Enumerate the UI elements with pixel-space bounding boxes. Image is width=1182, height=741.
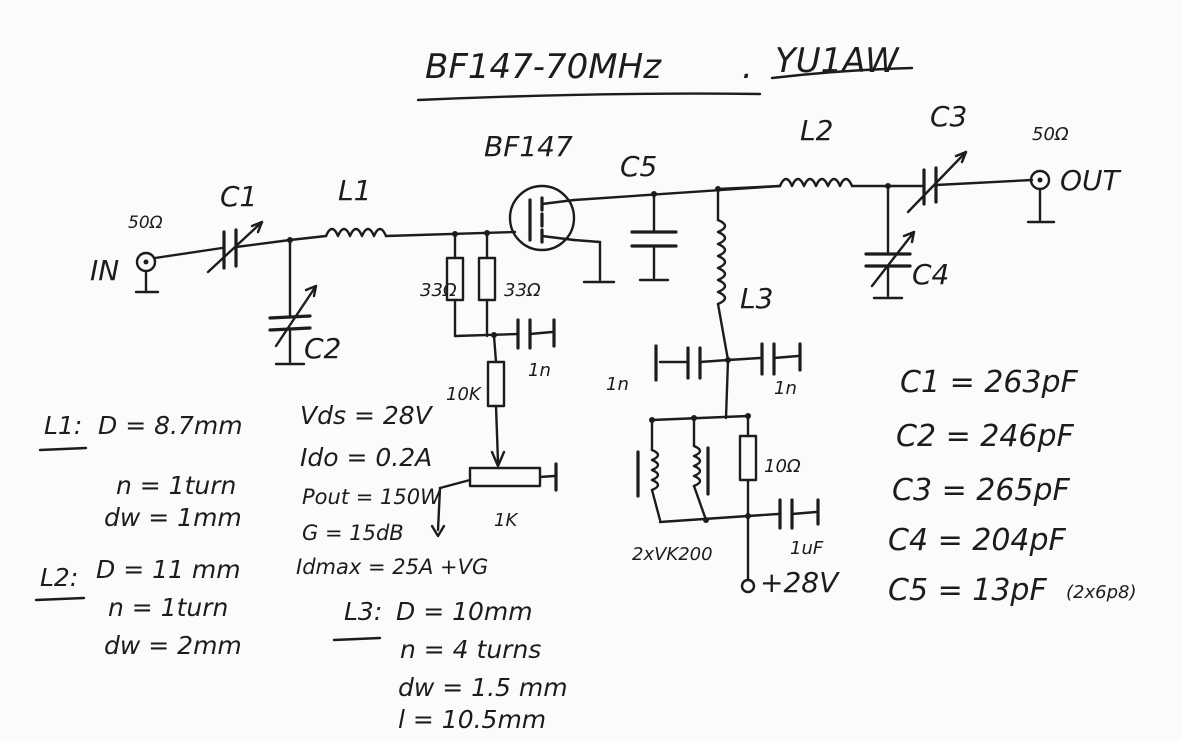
l3-note-d: D = 10mm (396, 597, 533, 626)
l1-note-d: D = 8.7mm (98, 411, 243, 440)
wire-l1-in (288, 234, 328, 242)
r2-label: 33Ω (504, 280, 541, 301)
c3-capacitor (906, 150, 968, 214)
wire-l3-bottom (716, 302, 730, 362)
wire-supply-down (724, 358, 730, 420)
junction-fd (703, 517, 709, 523)
l1-coil (324, 227, 388, 238)
l3-note-l: l = 10.5mm (398, 705, 546, 734)
cap-1n-bias (516, 318, 556, 350)
cap-1uf (746, 498, 820, 530)
l2-label: L2 (800, 114, 833, 147)
title-separator: . (742, 47, 753, 87)
cap-1n-b-label: 1n (606, 374, 629, 395)
op-ido: Ido = 0.2A (300, 443, 432, 472)
output-label: OUT (1060, 164, 1122, 197)
wire-bias-sum (453, 332, 520, 338)
output-impedance: 50Ω (1032, 124, 1069, 145)
op-pout: Pout = 150W (302, 485, 442, 509)
cap-1n-c-label: 1n (774, 378, 797, 399)
wire-supply-top (650, 414, 750, 422)
potentiometer-1k (430, 450, 558, 538)
l3-note-dw: dw = 1.5 mm (398, 673, 568, 702)
resistor-33-a (445, 232, 465, 338)
c2-label: C2 (304, 332, 341, 365)
resistor-10k (486, 334, 506, 464)
author-underline (770, 66, 914, 80)
title-underline (416, 92, 762, 102)
op-idmax: Idmax = 25A +VG (296, 555, 488, 579)
cval-c4: C4 = 204pF (888, 523, 1067, 558)
supply-label: +28V (760, 566, 840, 599)
transistor-symbol (508, 184, 616, 284)
decoupling-1n-left (654, 344, 730, 382)
decoupling-1n-right (726, 342, 802, 376)
wire-c1-l1 (234, 238, 292, 249)
l3-note-underline (332, 636, 382, 642)
cval-c5: C5 = 13pF (888, 573, 1047, 608)
cval-c5-note: (2x6p8) (1066, 582, 1136, 603)
input-connector (134, 251, 160, 294)
c5-label: C5 (620, 150, 657, 183)
cval-c3: C3 = 265pF (892, 473, 1071, 508)
l1-note-head: L1: (44, 411, 82, 440)
ferrite-label: 2xVK200 (632, 544, 713, 565)
resistor-33-b (477, 231, 497, 338)
l1-note-n: n = 1turn (116, 471, 236, 500)
l1-note-dw: dw = 1mm (104, 503, 242, 532)
ferrite-choke-1 (636, 418, 662, 522)
cap-1uf-label: 1uF (790, 538, 824, 559)
l2-note-head: L2: (40, 563, 78, 592)
cap-1n-a-label: 1n (528, 360, 551, 381)
c1-label: C1 (220, 180, 257, 213)
wire-out (934, 178, 1034, 187)
l1-label: L1 (338, 174, 371, 207)
l3-note-n: n = 4 turns (400, 635, 541, 664)
l3-label: L3 (740, 282, 773, 315)
l2-note-d: D = 11 mm (96, 555, 241, 584)
c3-label: C3 (930, 100, 967, 133)
l3-note-head: L3: (344, 597, 382, 626)
resistor-10ohm (738, 414, 758, 518)
r10-label: 10Ω (764, 456, 801, 477)
wire-in (153, 246, 224, 260)
l2-note-n: n = 1turn (108, 593, 228, 622)
l2-coil (778, 177, 854, 188)
cval-c2: C2 = 246pF (896, 419, 1075, 454)
input-impedance: 50Ω (128, 213, 163, 233)
transistor-label: BF147 (484, 130, 573, 163)
r1-label: 33Ω (420, 280, 457, 301)
c4-capacitor (864, 184, 916, 300)
l3-coil (716, 218, 727, 306)
input-label: IN (90, 254, 119, 287)
wire-l1-gate (384, 230, 517, 238)
pot-label: 1K (494, 510, 518, 531)
c4-label: C4 (912, 258, 949, 291)
wire-l2-in (716, 184, 782, 191)
op-vds: Vds = 28V (300, 401, 434, 430)
cval-c1: C1 = 263pF (900, 365, 1079, 400)
op-gain: G = 15dB (302, 521, 404, 545)
c5-capacitor (630, 192, 678, 282)
r10k-label: 10K (446, 384, 482, 405)
ferrite-choke-2 (692, 416, 710, 522)
title-device: BF147-70MHz (425, 47, 662, 87)
l1-note-underline (38, 446, 88, 452)
l2-note-dw: dw = 2mm (104, 631, 242, 660)
output-connector (1026, 169, 1056, 224)
supply-terminal (740, 578, 756, 594)
c2-capacitor (268, 238, 318, 366)
l2-note-underline (34, 596, 86, 602)
